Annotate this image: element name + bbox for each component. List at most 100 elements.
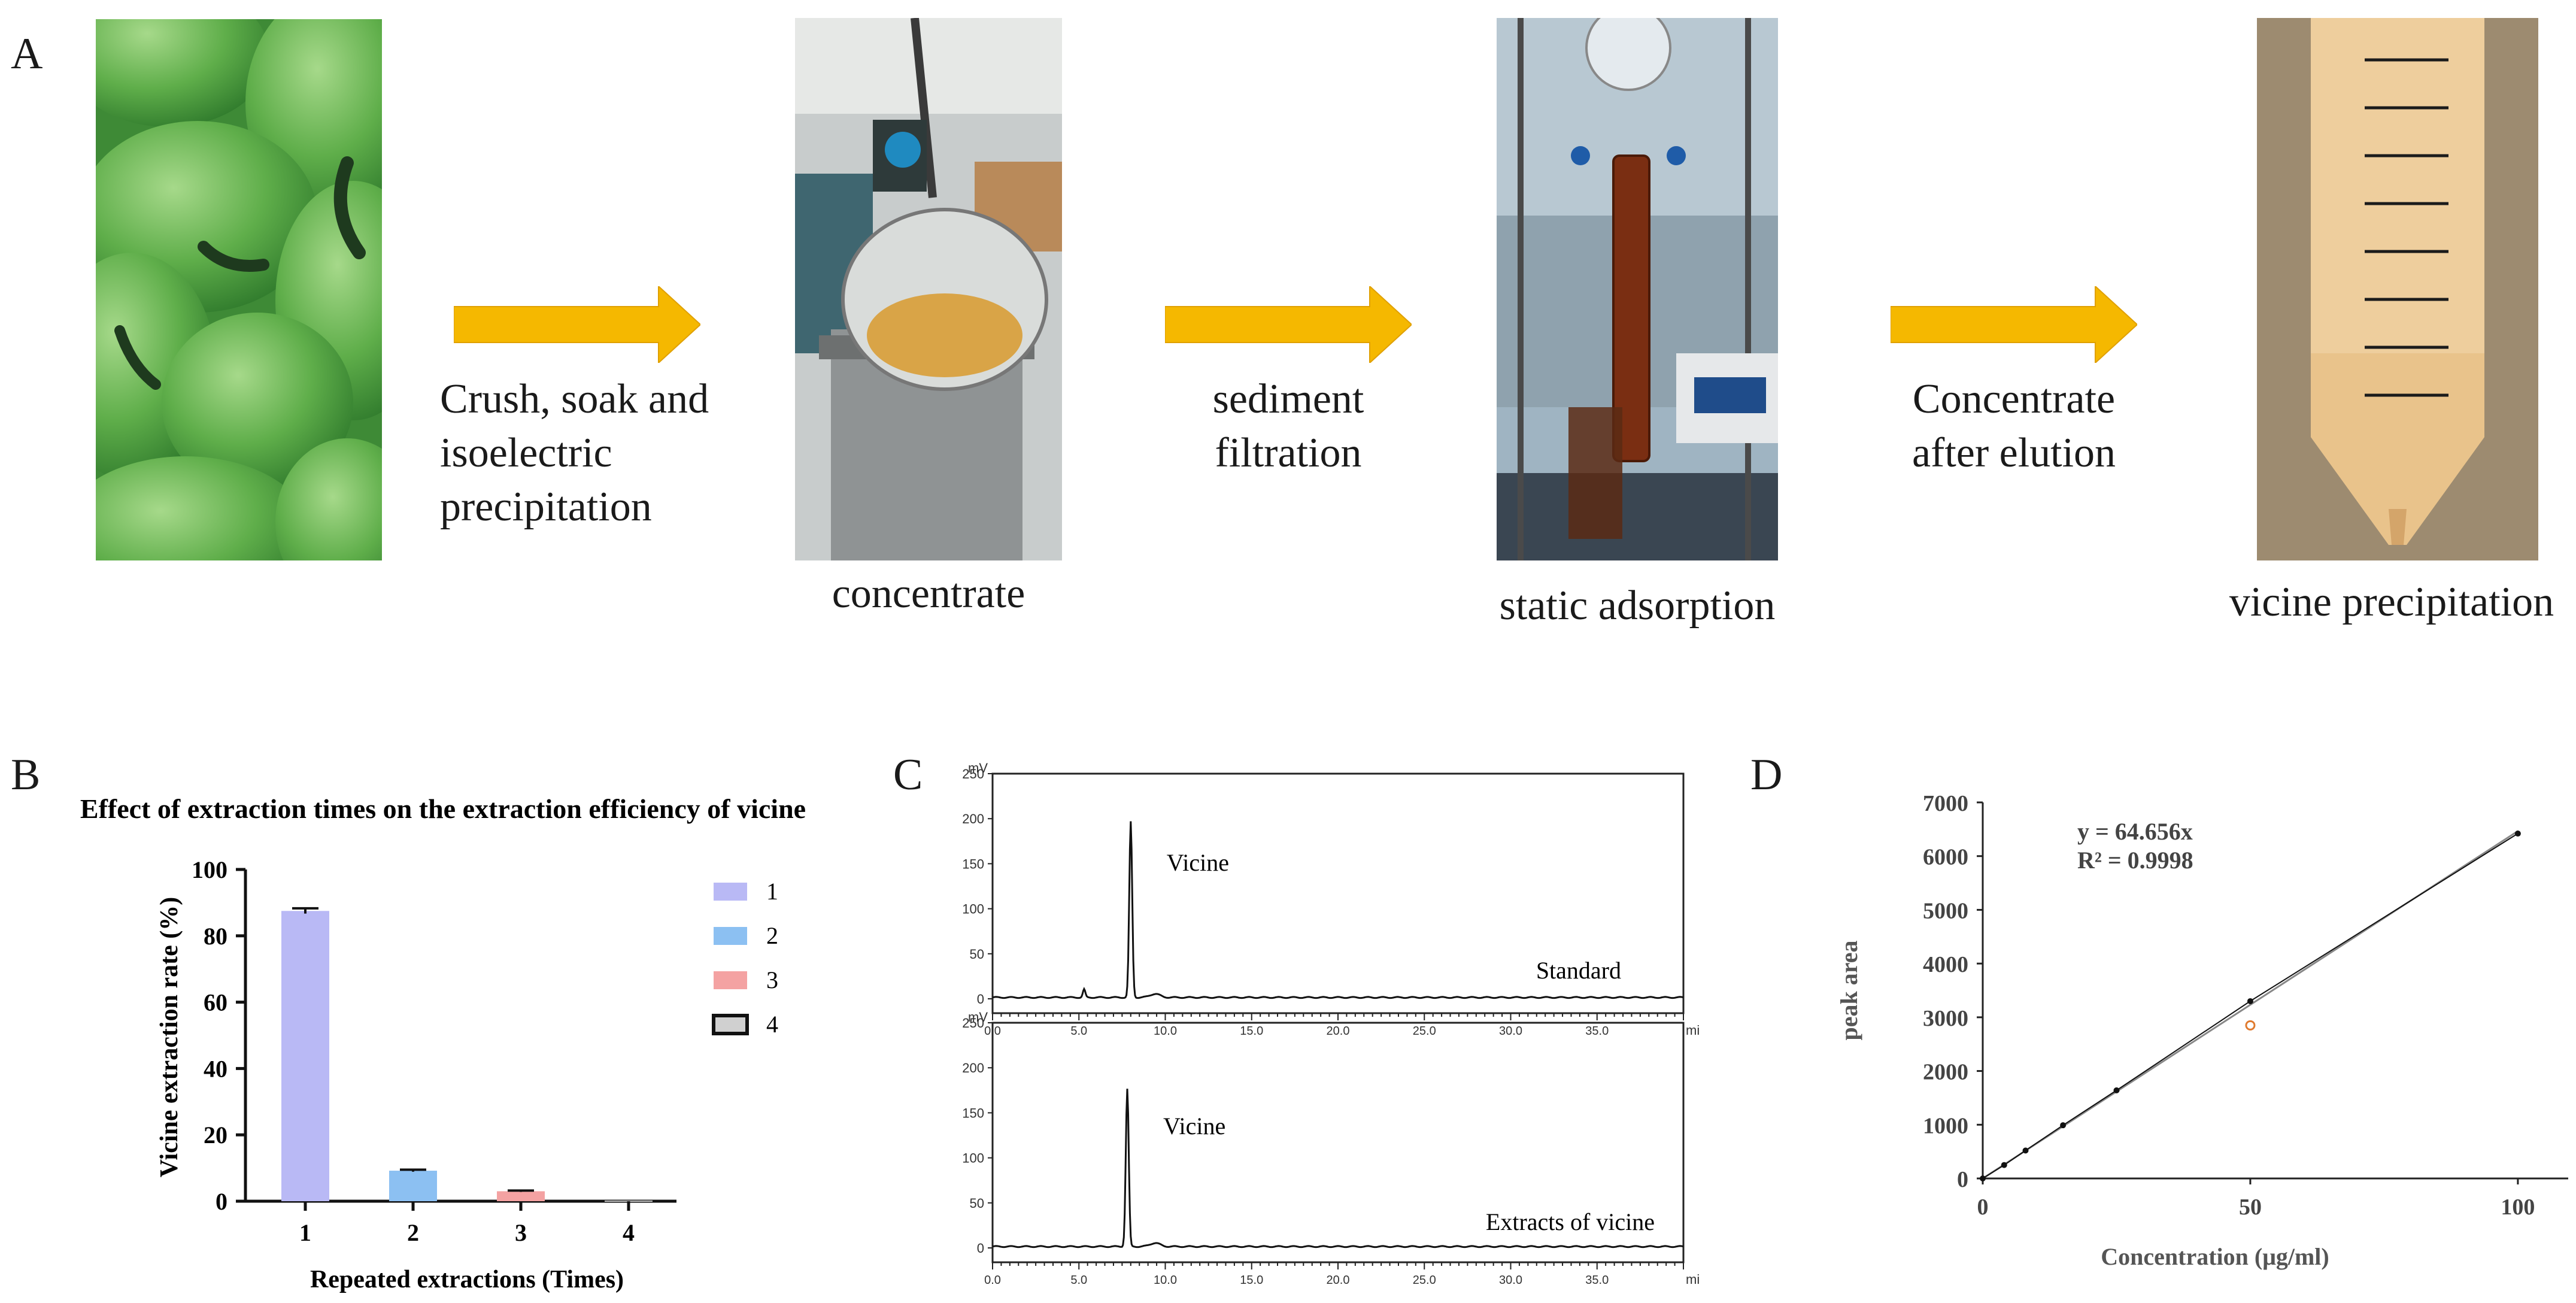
step-label-elution: Concentrate after elution [1891,372,2137,480]
workflow-arrow-1 [454,286,700,363]
caption-concentrate: concentrate [832,571,1025,617]
legend-swatch [712,1014,749,1035]
x-tick-label: 5.0 [1070,1274,1087,1287]
peak-label: Vicine [1167,849,1229,876]
y-tick-label: 200 [962,1060,984,1075]
y-tick-label: 50 [970,947,984,962]
data-point [2022,1147,2029,1154]
y-tick-label: 150 [962,1105,984,1120]
y-axis-label: Vicine extraction rate (%) [156,897,183,1177]
y-tick-label: 40 [204,1055,227,1082]
caption-static-adsorption: static adsorption [1499,583,1776,629]
step-label-line: Concentrate [1912,376,2116,422]
x-tick-label: 25.0 [1413,1274,1436,1287]
bar [389,1171,437,1201]
x-tick-label: 20.0 [1327,1274,1350,1287]
workflow-arrow-3 [1891,286,2137,363]
r-squared-label: R² = 0.9998 [2077,847,2193,874]
x-tick-label: 30.0 [1499,1025,1522,1038]
y-tick-label: 100 [192,856,227,883]
x-tick-label: 2 [407,1219,419,1246]
x-tick-label: 3 [515,1219,527,1246]
panel-label-c: C [893,750,923,799]
y-tick-label: 50 [970,1196,984,1211]
step-label-crush: Crush, soak and isoelectric precipitatio… [440,372,709,534]
equation-label: y = 64.656x [2077,818,2193,845]
x-tick-label: 20.0 [1327,1025,1350,1038]
y-tick-label: 5000 [1923,898,1968,923]
data-point [2514,831,2521,837]
legend-label: 4 [766,1011,778,1038]
legend-swatch [714,927,747,945]
unit-label-min: min [1686,1272,1700,1287]
step-label-line: filtration [1215,430,1362,476]
data-point [2001,1162,2007,1168]
chromatogram-trace [992,821,1684,999]
adsorption-column-photo [1497,18,1778,560]
step-label-sediment: sediment filtration [1165,372,1412,480]
legend-label: 2 [766,922,778,949]
y-tick-label: 4000 [1923,952,1968,977]
data-point [1980,1175,1986,1181]
bar [281,911,329,1201]
panel-label-b: B [11,750,41,799]
y-tick-label: 2000 [1923,1060,1968,1085]
legend-label: 1 [766,878,778,905]
step-label-line: sediment [1212,376,1364,422]
y-tick-label: 250 [962,1016,984,1031]
y-tick-label: 0 [977,992,984,1007]
x-axis-label: Concentration (μg/ml) [2101,1243,2329,1270]
x-tick-label: 0 [1977,1195,1989,1220]
x-axis-label: Repeated extractions (Times) [310,1266,624,1293]
outlier-point [2245,1020,2256,1031]
step-label-line: precipitation [440,484,652,530]
legend-swatch [714,971,747,989]
y-tick-label: 100 [962,1151,984,1166]
data-point [2060,1122,2067,1129]
vicine-tube-photo [2257,18,2538,560]
y-tick-label: 0 [1957,1167,1968,1192]
unit-label-mv: mV [968,760,988,775]
x-tick-label: 5.0 [1070,1025,1087,1038]
workflow-arrow-2 [1165,286,1412,363]
y-tick-label: 1000 [1923,1113,1968,1138]
y-axis-label: peak area [1835,940,1862,1040]
rotary-evaporator-photo [795,18,1062,560]
x-tick-label: 15.0 [1240,1025,1263,1038]
unit-label-min: min [1686,1023,1700,1038]
series-label: Extracts of vicine [1486,1208,1655,1235]
x-tick-label: 35.0 [1585,1025,1609,1038]
y-tick-label: 250 [962,766,984,781]
y-tick-label: 0 [216,1188,227,1215]
step-label-line: after elution [1911,430,2116,476]
x-tick-label: 1 [299,1219,311,1246]
x-tick-label: 25.0 [1413,1025,1436,1038]
y-tick-label: 100 [962,902,984,917]
y-tick-label: 0 [977,1241,984,1256]
unit-label-mv: mV [968,1010,988,1025]
bar [605,1200,653,1202]
x-tick-label: 35.0 [1585,1274,1609,1287]
step-label-line: isoelectric [440,430,612,476]
data-point [2113,1087,2120,1093]
y-tick-label: 150 [962,856,984,871]
y-tick-label: 200 [962,811,984,826]
y-tick-label: 60 [204,989,227,1016]
x-tick-label: 10.0 [1154,1025,1177,1038]
x-tick-label: 10.0 [1154,1274,1177,1287]
bar-chart-extraction: Effect of extraction times on the extrac… [80,793,806,1293]
x-tick-label: 4 [623,1219,635,1246]
panel-label-a: A [11,29,43,78]
x-tick-label: 0.0 [984,1274,1001,1287]
chart-title: Effect of extraction times on the extrac… [80,793,806,824]
y-tick-label: 20 [204,1122,227,1149]
x-tick-label: 50 [2239,1195,2262,1220]
caption-vicine-precipitation: vicine precipitation [2229,579,2554,625]
x-tick-label: 15.0 [1240,1274,1263,1287]
data-point [2247,998,2253,1004]
legend-label: 3 [766,966,778,993]
y-tick-label: 6000 [1923,845,1968,870]
peak-label: Vicine [1163,1113,1225,1140]
chromatogram-trace [992,1089,1684,1249]
